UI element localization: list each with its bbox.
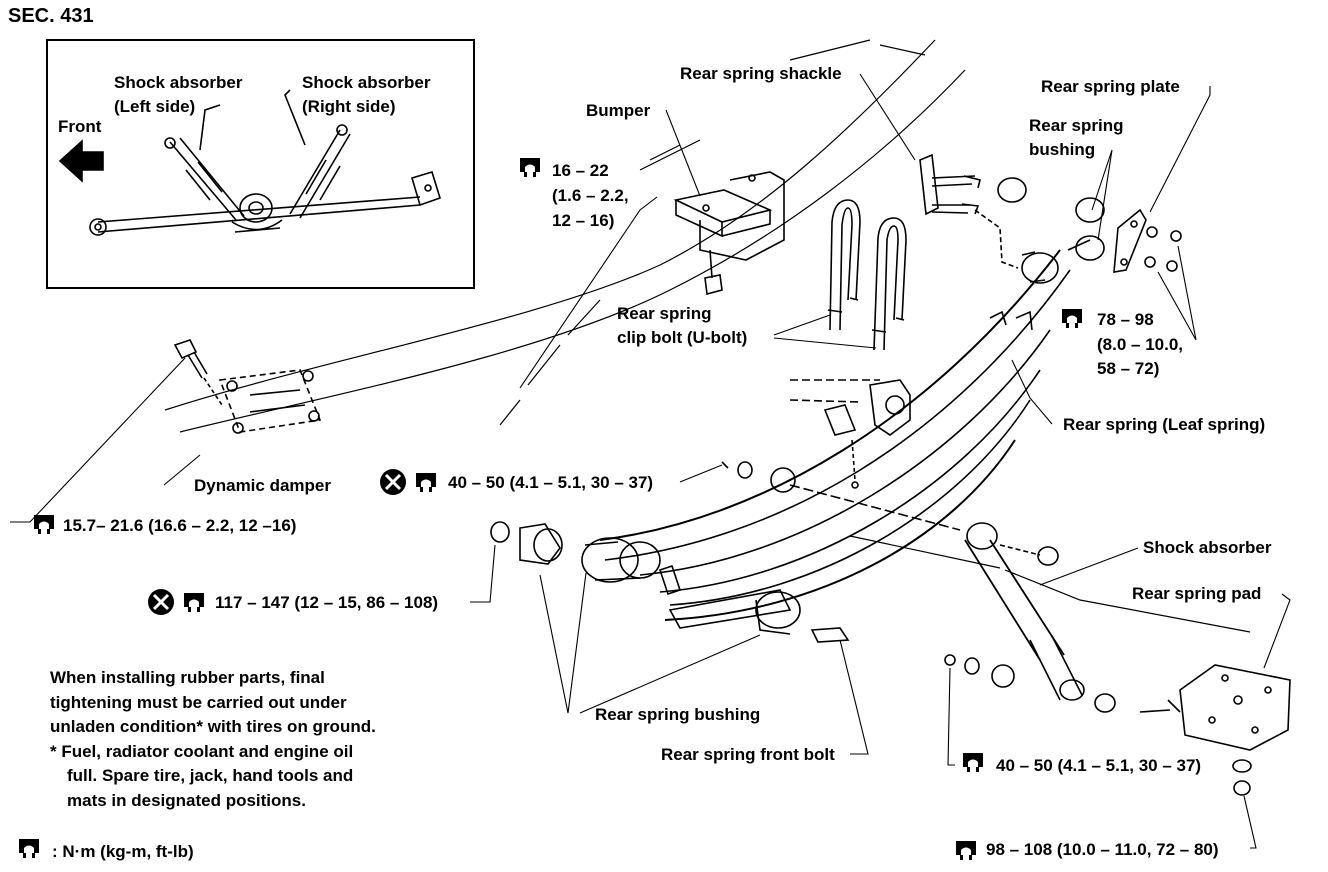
front-label: Front <box>58 117 102 136</box>
torque-bumper-1: 16 – 22 <box>552 161 609 180</box>
note-line-3: unladen condition* with tires on ground. <box>50 717 376 736</box>
shock-left-side-label: (Left side) <box>114 97 196 116</box>
inset-frame <box>46 39 475 289</box>
install-note: When installing rubber parts, final tigh… <box>50 666 376 813</box>
rear-spring-front-bolt-label: Rear spring front bolt <box>661 745 835 764</box>
rear-spring-plate-label: Rear spring plate <box>1041 77 1180 96</box>
torque-wrench-icon <box>416 473 436 492</box>
torque-bumper-2: (1.6 – 2.2, <box>552 186 629 205</box>
torque-bumper-3: 12 – 16) <box>552 211 615 230</box>
do-not-reuse-icon <box>148 589 174 615</box>
leaf-spring-label: Rear spring (Leaf spring) <box>1063 415 1266 434</box>
shock-absorber-label: Shock absorber <box>1143 538 1272 557</box>
torque-shock-upper: 40 – 50 (4.1 – 5.1, 30 – 37) <box>448 473 654 492</box>
rear-spring-bushing-top-label-2: bushing <box>1029 140 1096 159</box>
torque-legend: : N·m (kg-m, ft-lb) <box>52 842 194 861</box>
torque-wrench-icon <box>956 841 976 860</box>
note-line-4: * Fuel, radiator coolant and engine oil <box>50 741 354 761</box>
note-line-1: When installing rubber parts, final <box>50 668 325 687</box>
torque-wrench-icon <box>19 839 39 858</box>
torque-shock-lower: 40 – 50 (4.1 – 5.1, 30 – 37) <box>996 756 1202 775</box>
torque-wrench-icon <box>184 593 204 612</box>
front-arrow-icon <box>58 139 104 183</box>
clip-bolt-label-2: clip bolt (U-bolt) <box>617 328 748 347</box>
shock-right-label: Shock absorber <box>302 73 431 92</box>
torque-front-bolt: 117 – 147 (12 – 15, 86 – 108) <box>215 593 439 612</box>
rear-spring-bushing-bottom-label: Rear spring bushing <box>595 705 761 724</box>
torque-wrench-icon <box>520 158 540 177</box>
rear-spring-pad-label: Rear spring pad <box>1132 584 1262 603</box>
torque-plate-1: 78 – 98 <box>1097 310 1154 329</box>
torque-wrench-icon <box>1062 309 1082 328</box>
note-line-5: full. Spare tire, jack, hand tools and <box>67 766 354 785</box>
torque-damper: 15.7– 21.6 (16.6 – 2.2, 12 –16) <box>63 516 297 535</box>
torque-plate-2: (8.0 – 10.0, <box>1097 335 1184 354</box>
clip-bolt-label: Rear spring <box>617 304 712 323</box>
dynamic-damper-label: Dynamic damper <box>194 476 331 495</box>
bumper-label: Bumper <box>586 101 651 120</box>
rear-spring-shackle-label: Rear spring shackle <box>680 64 842 83</box>
torque-wrench-icon <box>34 515 54 534</box>
do-not-reuse-icon <box>380 469 406 495</box>
torque-plate-3: 58 – 72) <box>1097 359 1160 378</box>
section-number: SEC. 431 <box>8 5 94 27</box>
rear-spring-bushing-top-label: Rear spring <box>1029 116 1124 135</box>
torque-pad: 98 – 108 (10.0 – 11.0, 72 – 80) <box>986 840 1219 859</box>
shock-right-side-label: (Right side) <box>302 97 396 116</box>
shock-left-label: Shock absorber <box>114 73 243 92</box>
note-line-6: mats in designated positions. <box>67 790 306 810</box>
note-line-2: tightening must be carried out under <box>50 692 347 712</box>
torque-wrench-icon <box>963 753 983 772</box>
